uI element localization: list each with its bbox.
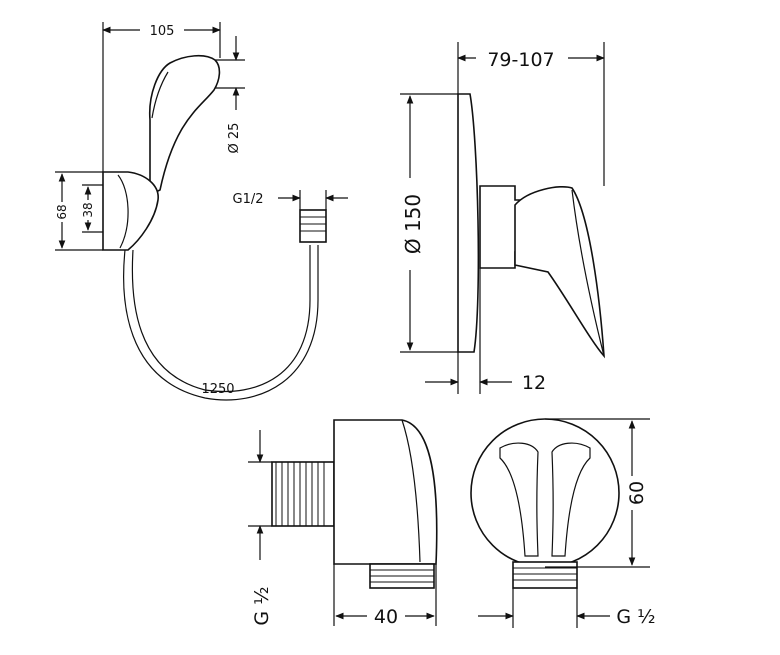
dim-outlet-thread-side: G ½ (251, 586, 273, 625)
outlet-front-view: 60 G ½ (470, 418, 656, 628)
handset-outline (148, 54, 221, 197)
dim-outlet-height: 60 (626, 481, 648, 505)
outlet-handle-right (551, 442, 591, 557)
dim-handset-width: 105 (150, 24, 175, 39)
dim-outlet-thread-front: G ½ (616, 606, 655, 628)
hose (123, 245, 319, 401)
outlet-side-view: G ½ 40 (248, 419, 438, 628)
outlet-handle-left (499, 442, 539, 557)
dim-outlet-width: 40 (374, 606, 398, 628)
cover-plate (457, 93, 480, 353)
dim-plate-diameter: Ø 150 (401, 194, 425, 254)
outlet-thread-front (512, 561, 578, 589)
dim-wall-depth: 12 (522, 372, 546, 394)
dim-hose-thread: G1/2 (233, 192, 264, 207)
mixer-side-view: 79-107 Ø 150 12 (400, 42, 605, 394)
outlet-thread-side (271, 461, 335, 527)
mixer-lever (514, 186, 605, 359)
dim-hose-length: 1250 (201, 382, 234, 397)
hose-nut (299, 209, 327, 243)
outlet-rosette (470, 418, 620, 568)
outlet-body-side (333, 419, 438, 565)
dim-handset-diameter: Ø 25 (227, 123, 242, 154)
dim-holder-height: 38 (81, 202, 95, 217)
dim-plate-depth: 79-107 (487, 49, 554, 71)
hand-shower-view: 105 Ø 25 68 38 G1/2 1250 (55, 20, 348, 401)
holder-outline (102, 171, 159, 251)
dim-holder-total-height: 68 (55, 204, 69, 219)
